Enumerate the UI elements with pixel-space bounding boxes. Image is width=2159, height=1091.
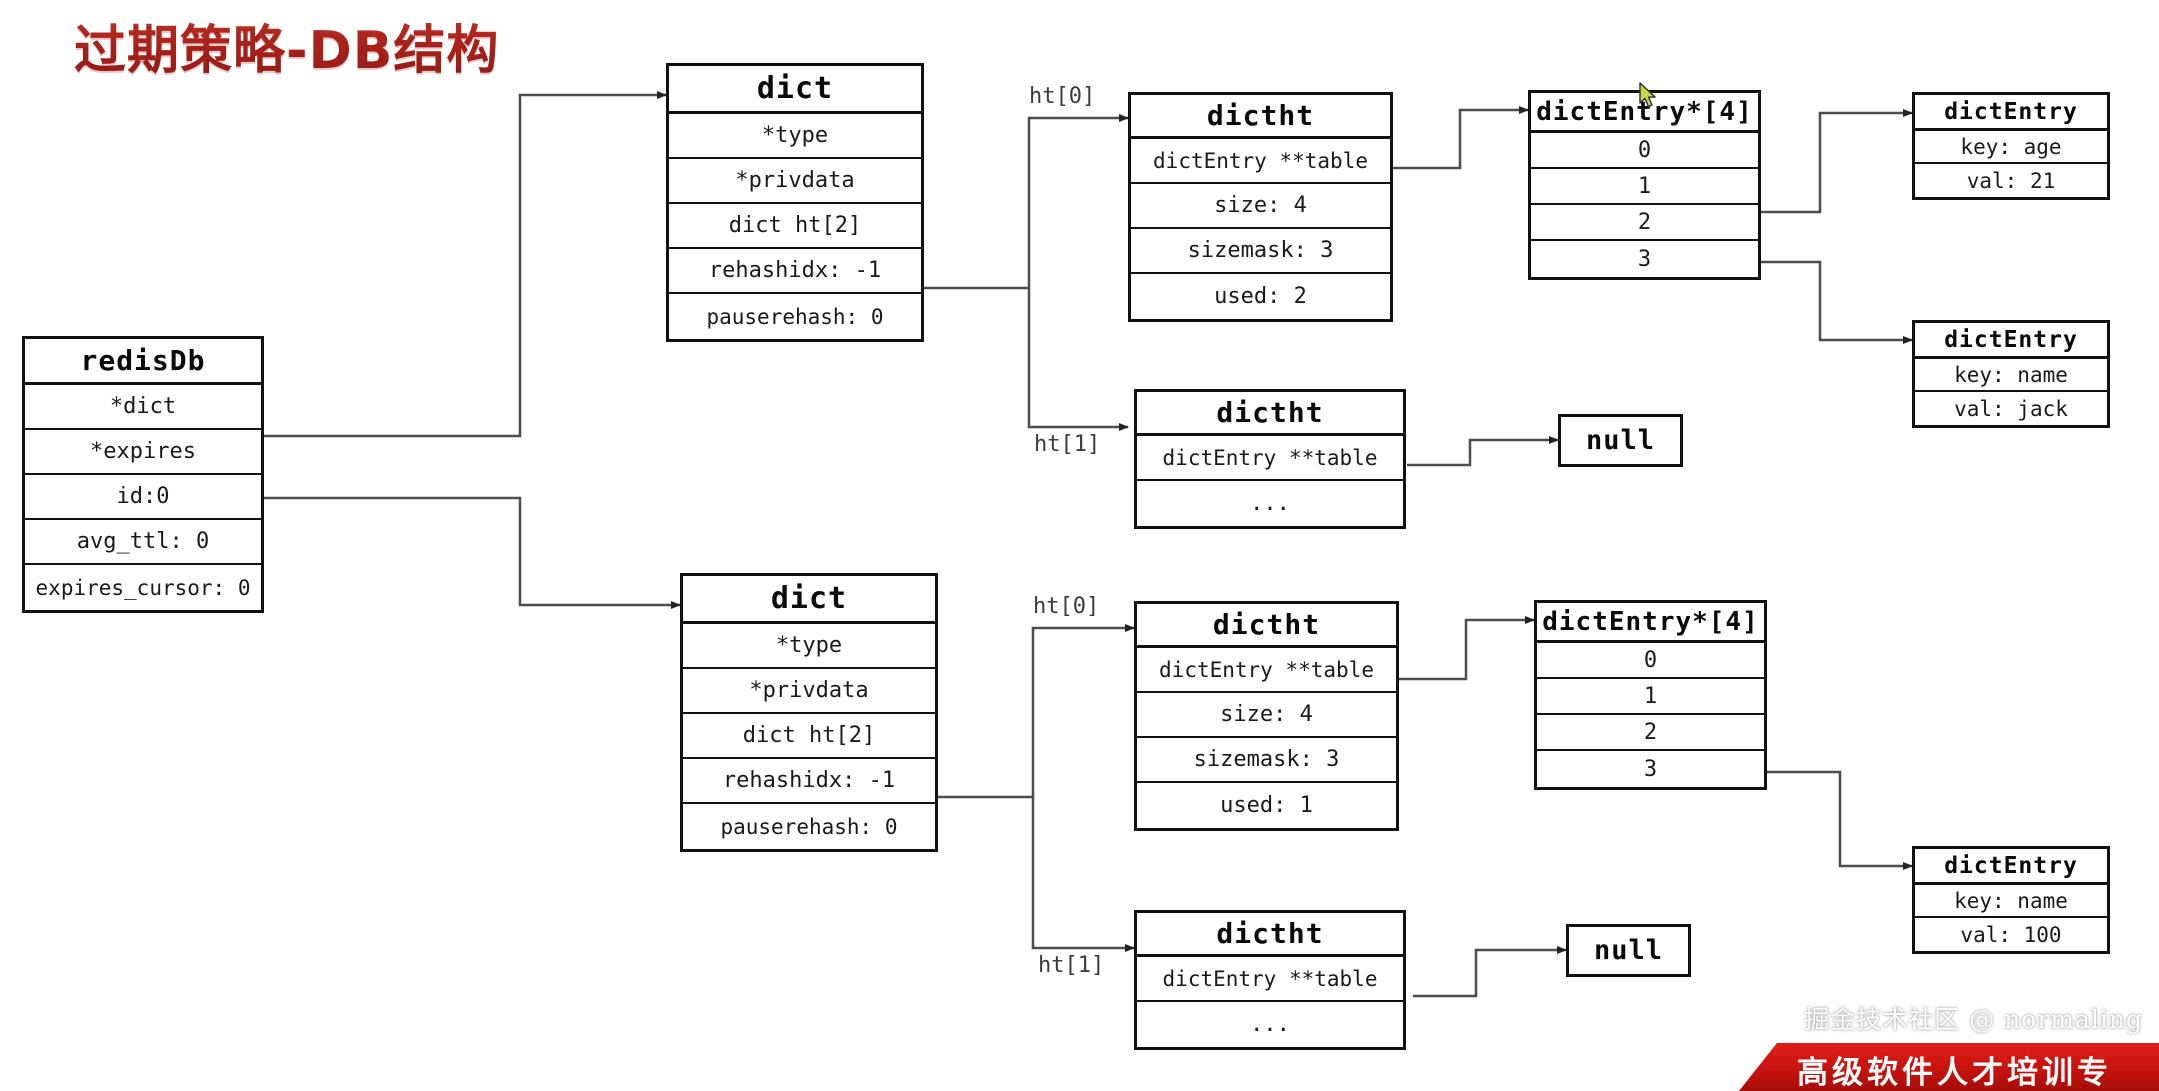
dict-struct-top[interactable]: dict *type *privdata dict ht[2] rehashid…	[666, 63, 924, 342]
dictentry-age[interactable]: dictEntry key: age val: 21	[1912, 92, 2110, 200]
dictentry-age-val: val: 21	[1966, 168, 2056, 193]
dictentry-array-top-slot-0[interactable]: 0	[1531, 133, 1758, 169]
redisdb-row-id: id:0	[25, 475, 261, 520]
dictentry-array-top-slot-2[interactable]: 2	[1531, 205, 1758, 241]
page-title: 过期策略-DB结构	[74, 8, 499, 83]
dictht-top-ht0-row-size: size: 4	[1131, 184, 1390, 229]
dictht-bottom-ht0-row-table: dictEntry **table	[1137, 648, 1396, 693]
dictentry-array-top-slot-3[interactable]: 3	[1637, 246, 1652, 272]
ht1-label-top: ht[1]	[1034, 432, 1101, 457]
banner-text: 高级软件人才培训专	[1797, 1055, 2112, 1091]
null-box-bottom: null	[1566, 924, 1691, 977]
dictht-top-ht0-row-used: used: 2	[1214, 284, 1307, 309]
banner-ribbon	[1739, 1043, 2159, 1091]
dictht-top-ht1-header: dictht	[1137, 392, 1403, 436]
dict-top-row-privdata: *privdata	[669, 159, 921, 204]
dictht-bottom-ht1-row-ellipsis: ...	[1250, 1012, 1290, 1037]
dict-top-row-pauserehash: pauserehash: 0	[706, 304, 884, 329]
dictentry-name-jack-key: key: name	[1915, 359, 2107, 392]
dictentry-name-100[interactable]: dictEntry key: name val: 100	[1912, 846, 2110, 954]
redisdb-row-expires: *expires	[25, 430, 261, 475]
dictentry-age-key: key: age	[1915, 131, 2107, 164]
dict-bottom-row-ht: dict ht[2]	[683, 714, 935, 759]
null-box-top-label: null	[1585, 425, 1656, 456]
dictentry-name-100-header: dictEntry	[1915, 849, 2107, 885]
dictentry-array-bottom-header: dictEntry*[4]	[1537, 603, 1764, 643]
ht1-label-bottom: ht[1]	[1038, 953, 1105, 978]
dictht-top-ht1-row-table: dictEntry **table	[1137, 436, 1403, 481]
dictentry-array-top[interactable]: dictEntry*[4] 0 1 2 3	[1528, 90, 1761, 280]
dictentry-name-jack-header: dictEntry	[1915, 323, 2107, 359]
dictentry-age-header: dictEntry	[1915, 95, 2107, 131]
dictht-bottom-ht1-row-table: dictEntry **table	[1137, 957, 1403, 1002]
dictentry-array-bottom-slot-3[interactable]: 3	[1643, 756, 1658, 782]
dictentry-array-bottom-slot-0[interactable]: 0	[1537, 643, 1764, 679]
dictentry-array-bottom-slot-1[interactable]: 1	[1537, 679, 1764, 715]
dictht-top-ht0-header: dictht	[1131, 95, 1390, 139]
dictht-bottom-ht0-header: dictht	[1137, 604, 1396, 648]
dictht-bottom-ht0-row-sizemask: sizemask: 3	[1137, 738, 1396, 783]
null-box-top: null	[1558, 414, 1683, 467]
dict-bottom-header: dict	[683, 576, 935, 624]
redisdb-header: redisDb	[25, 339, 261, 385]
dict-bottom-row-rehashidx: rehashidx: -1	[683, 759, 935, 804]
ht0-label-bottom: ht[0]	[1033, 594, 1100, 619]
dictentry-name-100-val: val: 100	[1960, 922, 2062, 947]
dictht-top-ht0[interactable]: dictht dictEntry **table size: 4 sizemas…	[1128, 92, 1393, 322]
dict-struct-bottom[interactable]: dict *type *privdata dict ht[2] rehashid…	[680, 573, 938, 852]
dictht-top-ht0-row-table: dictEntry **table	[1131, 139, 1390, 184]
dictht-bottom-ht0-row-used: used: 1	[1220, 793, 1313, 818]
dictht-top-ht1-row-ellipsis: ...	[1250, 491, 1290, 516]
dict-bottom-row-privdata: *privdata	[683, 669, 935, 714]
training-banner: 高级软件人才培训专	[1739, 1035, 2159, 1091]
null-box-bottom-label: null	[1593, 935, 1664, 966]
dict-top-row-ht: dict ht[2]	[669, 204, 921, 249]
dictentry-array-bottom[interactable]: dictEntry*[4] 0 1 2 3	[1534, 600, 1767, 790]
dictentry-array-top-header: dictEntry*[4]	[1531, 93, 1758, 133]
dictentry-name-jack[interactable]: dictEntry key: name val: jack	[1912, 320, 2110, 428]
dictentry-array-top-slot-1[interactable]: 1	[1531, 169, 1758, 205]
dict-bottom-row-pauserehash: pauserehash: 0	[720, 814, 898, 839]
dict-bottom-row-type: *type	[683, 624, 935, 669]
dictht-bottom-ht1-header: dictht	[1137, 913, 1403, 957]
dictht-bottom-ht1[interactable]: dictht dictEntry **table ...	[1134, 910, 1406, 1050]
redisdb-struct[interactable]: redisDb *dict *expires id:0 avg_ttl: 0 e…	[22, 336, 264, 613]
dictht-bottom-ht0[interactable]: dictht dictEntry **table size: 4 sizemas…	[1134, 601, 1399, 831]
watermark-text: 掘金技术社区 @ normaling	[1804, 1005, 2143, 1034]
dictht-top-ht0-row-sizemask: sizemask: 3	[1131, 229, 1390, 274]
dict-top-row-type: *type	[669, 114, 921, 159]
dictentry-name-jack-val: val: jack	[1954, 396, 2068, 421]
dictht-top-ht1[interactable]: dictht dictEntry **table ...	[1134, 389, 1406, 529]
dict-top-header: dict	[669, 66, 921, 114]
dictentry-name-100-key: key: name	[1915, 885, 2107, 918]
redisdb-row-avg-ttl: avg_ttl: 0	[25, 520, 261, 565]
dictht-bottom-ht0-row-size: size: 4	[1137, 693, 1396, 738]
dictentry-array-bottom-slot-2[interactable]: 2	[1537, 715, 1764, 751]
ht0-label-top: ht[0]	[1029, 84, 1096, 109]
redisdb-row-dict: *dict	[25, 385, 261, 430]
redisdb-row-expires-cursor: expires_cursor: 0	[35, 575, 251, 600]
mouse-cursor-icon	[1639, 82, 1656, 108]
dict-top-row-rehashidx: rehashidx: -1	[669, 249, 921, 294]
